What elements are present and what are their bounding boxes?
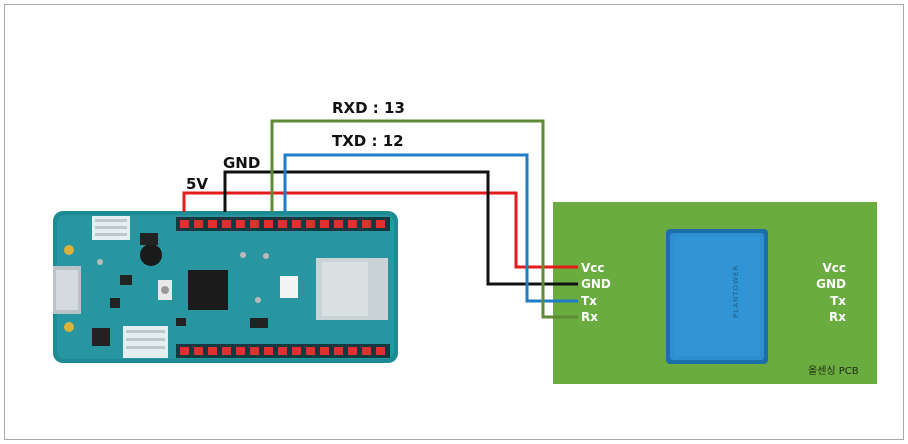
pcb-pin-rx-right: Rx (829, 310, 846, 324)
sensor-pcb: PLANTOWER Vcc GND Tx Rx Vcc GND Tx Rx 올센… (553, 202, 877, 384)
pcb-pin-gnd-left: GND (581, 277, 611, 291)
pcb-pin-tx-right: Tx (830, 294, 846, 308)
label-5v: 5V (186, 175, 208, 193)
top-header-pins (180, 220, 385, 228)
pcb-pin-vcc-left: Vcc (581, 261, 605, 275)
wire-gnd (223, 170, 578, 286)
label-rxd: RXD : 13 (332, 99, 405, 117)
wire-5v (182, 191, 578, 269)
wires (182, 119, 578, 319)
pcb-pin-rx-left: Rx (581, 310, 598, 324)
label-txd: TXD : 12 (332, 132, 404, 150)
wire-rxd (270, 119, 578, 319)
pcb-pin-tx-left: Tx (581, 294, 597, 308)
pm-sensor-module: PLANTOWER (666, 229, 768, 364)
pcb-label: 올센싱 PCB (808, 365, 859, 377)
bottom-header-pins (180, 347, 385, 355)
label-gnd: GND (223, 154, 260, 172)
arduino-board (53, 211, 398, 363)
pcb-pin-gnd-right: GND (816, 277, 846, 291)
microcontroller-chip (188, 270, 228, 310)
pcb-pin-vcc-right: Vcc (822, 261, 846, 275)
sensor-brand-text: PLANTOWER (732, 265, 740, 318)
